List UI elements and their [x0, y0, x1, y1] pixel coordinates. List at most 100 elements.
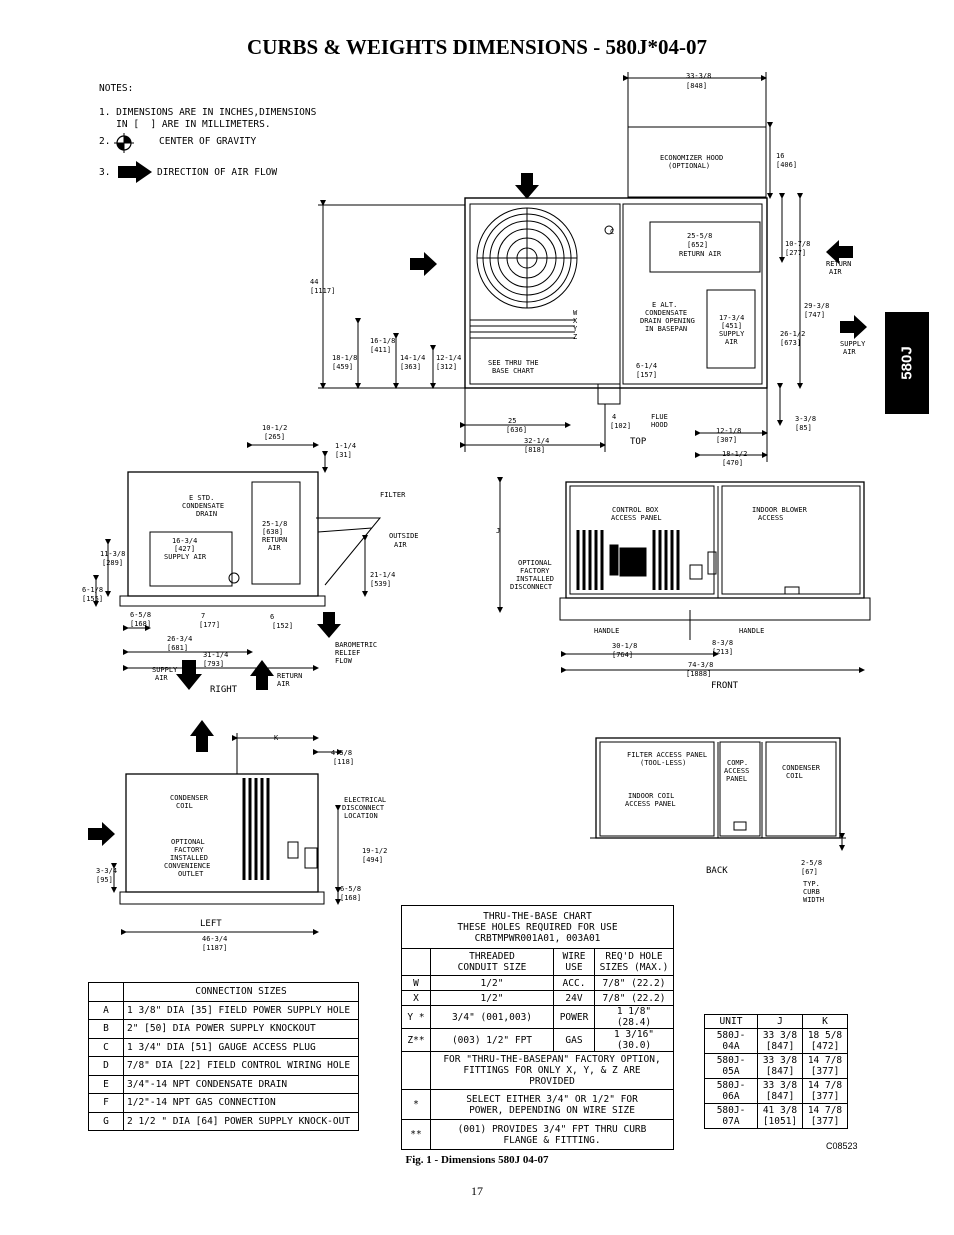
svg-text:FRONT: FRONT — [711, 681, 739, 691]
note2-number: 2. — [99, 136, 111, 147]
svg-text:Z: Z — [573, 333, 577, 341]
svg-text:DRAIN: DRAIN — [196, 510, 217, 518]
svg-text:BASE CHART: BASE CHART — [492, 367, 535, 375]
svg-text:[155]: [155] — [82, 595, 103, 603]
svg-text:4-5/8: 4-5/8 — [331, 749, 352, 757]
svg-text:[470]: [470] — [722, 459, 743, 467]
svg-text:[289]: [289] — [102, 559, 123, 567]
svg-text:W: W — [573, 309, 578, 317]
svg-text:6-1/8: 6-1/8 — [82, 586, 103, 594]
svg-text:[652]: [652] — [687, 241, 708, 249]
airflow-arrow-icon — [118, 161, 152, 183]
notes-block: NOTES: 1. DIMENSIONS ARE IN INCHES,DIMEN… — [99, 83, 316, 131]
svg-text:29-3/8: 29-3/8 — [804, 302, 829, 310]
svg-text:[636]: [636] — [506, 426, 527, 434]
note3: 3.DIRECTION OF AIR FLOW — [99, 167, 277, 178]
svg-text:HOOD: HOOD — [651, 421, 668, 429]
svg-text:[213]: [213] — [712, 648, 733, 656]
svg-text:(OPTIONAL): (OPTIONAL) — [668, 162, 710, 170]
svg-text:E ALT.: E ALT. — [652, 301, 677, 309]
svg-text:[102]: [102] — [610, 422, 631, 430]
svg-text:BAROMETRIC: BAROMETRIC — [335, 641, 377, 649]
svg-text:16-3/4: 16-3/4 — [172, 537, 197, 545]
svg-text:4: 4 — [612, 413, 616, 421]
svg-text:SUPPLY: SUPPLY — [840, 340, 866, 348]
svg-text:INSTALLED: INSTALLED — [516, 575, 554, 583]
svg-text:16: 16 — [776, 152, 784, 160]
svg-text:[747]: [747] — [804, 311, 825, 319]
table-row: THRU-THE-BASE CHART THESE HOLES REQUIRED… — [401, 905, 674, 949]
svg-text:2-5/8: 2-5/8 — [801, 859, 822, 867]
notes-header: NOTES: — [99, 83, 134, 94]
svg-text:[451]: [451] — [721, 322, 742, 330]
airflow-arrow-icon — [250, 660, 274, 690]
svg-text:25-1/8: 25-1/8 — [262, 520, 287, 528]
airflow-arrow-icon — [840, 315, 867, 339]
svg-text:12-1/8: 12-1/8 — [716, 427, 741, 435]
svg-text:[118]: [118] — [333, 758, 354, 766]
table-row: 580J-07A 41 3/8[1051] 14 7/8[377] — [704, 1103, 848, 1129]
svg-text:18-1/2: 18-1/2 — [722, 450, 747, 458]
page-title: CURBS & WEIGHTS DIMENSIONS - 580J*04-07 — [247, 35, 707, 59]
svg-text:INDOOR BLOWER: INDOOR BLOWER — [752, 506, 808, 514]
svg-text:OPTIONAL: OPTIONAL — [171, 838, 205, 846]
svg-text:Y: Y — [573, 325, 578, 333]
svg-text:FACTORY: FACTORY — [174, 846, 204, 854]
svg-text:COIL: COIL — [786, 772, 803, 780]
top-view — [318, 72, 803, 462]
airflow-arrow-icon — [190, 720, 214, 752]
figure-code: C08523 — [826, 1141, 858, 1151]
svg-text:IN BASEPAN: IN BASEPAN — [645, 325, 687, 333]
svg-text:26-3/4: 26-3/4 — [167, 635, 192, 643]
svg-text:ACCESS: ACCESS — [758, 514, 783, 522]
svg-text:[168]: [168] — [130, 620, 151, 628]
svg-text:[157]: [157] — [636, 371, 657, 379]
svg-text:8-3/8: 8-3/8 — [712, 639, 733, 647]
svg-text:CONDENSATE: CONDENSATE — [182, 502, 224, 510]
airflow-arrow-icon — [88, 822, 115, 846]
airflow-arrow-icon — [317, 612, 341, 638]
svg-text:E STD.: E STD. — [189, 494, 214, 502]
svg-text:[793]: [793] — [203, 660, 224, 668]
svg-text:ELECTRICAL: ELECTRICAL — [344, 796, 386, 804]
svg-text:LEFT: LEFT — [200, 919, 222, 929]
svg-text:OPTIONAL: OPTIONAL — [518, 559, 552, 567]
svg-text:RETURN: RETURN — [826, 260, 851, 268]
svg-text:RETURN AIR: RETURN AIR — [679, 250, 722, 258]
svg-text:[638]: [638] — [262, 528, 283, 536]
svg-text:CONDENSER: CONDENSER — [782, 764, 821, 772]
svg-text:[31]: [31] — [335, 451, 352, 459]
svg-text:6: 6 — [270, 613, 274, 621]
svg-text:OUTLET: OUTLET — [178, 870, 204, 878]
svg-text:18-1/8: 18-1/8 — [332, 354, 357, 362]
svg-text:[168]: [168] — [340, 894, 361, 902]
svg-text:[681]: [681] — [167, 644, 188, 652]
svg-text:[539]: [539] — [370, 580, 391, 588]
svg-text:21-1/4: 21-1/4 — [370, 571, 395, 579]
svg-text:11-3/8: 11-3/8 — [100, 550, 125, 558]
svg-text:3-3/4: 3-3/4 — [96, 867, 117, 875]
svg-text:[406]: [406] — [776, 161, 797, 169]
svg-text:CONTROL BOX: CONTROL BOX — [612, 506, 659, 514]
svg-text:RELIEF: RELIEF — [335, 649, 360, 657]
svg-text:[459]: [459] — [332, 363, 353, 371]
svg-text:X: X — [573, 317, 578, 325]
svg-text:RETURN: RETURN — [262, 536, 287, 544]
svg-text:J: J — [496, 527, 500, 535]
svg-text:CONVENIENCE: CONVENIENCE — [164, 862, 210, 870]
top-view-text: 33-3/8 [848] ECONOMIZER HOOD (OPTIONAL) … — [310, 72, 866, 467]
side-tab: 580J — [885, 312, 929, 414]
svg-text:SUPPLY: SUPPLY — [152, 666, 178, 674]
note1-line2: IN [ ] ARE IN MILLIMETERS. — [99, 119, 271, 130]
svg-text:3-3/8: 3-3/8 — [795, 415, 816, 423]
airflow-arrow-icon — [176, 660, 202, 690]
thru-base-title: THRU-THE-BASE CHART — [483, 910, 592, 922]
